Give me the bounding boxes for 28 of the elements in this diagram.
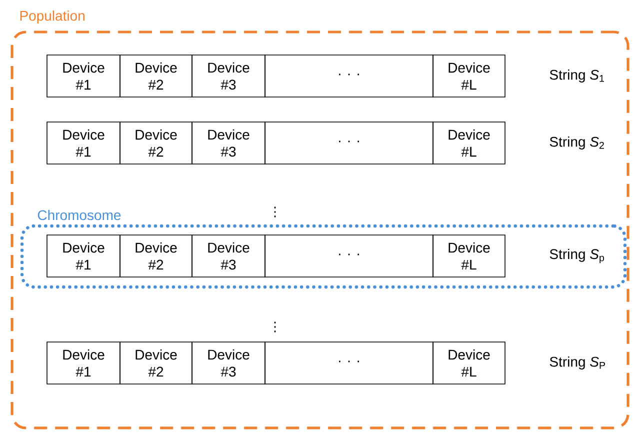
device-cell: Device #1 — [46, 122, 120, 164]
device-cell: Device #1 — [46, 234, 120, 278]
group-heading: Population — [20, 10, 84, 24]
device-cell: Device #L — [432, 122, 506, 164]
device-cell: · · · — [264, 122, 434, 164]
device-cell: · · · — [264, 342, 434, 384]
device-cell: Device #2 — [120, 342, 192, 384]
device-cell: · · · — [264, 234, 434, 278]
device-cell: Device #L — [432, 54, 506, 98]
device-cell: · · · — [264, 54, 434, 98]
string-label: String S$_{p}$ — [550, 248, 604, 264]
device-cell: Device #3 — [192, 54, 266, 98]
device-cell: Device #3 — [192, 122, 266, 164]
string-label: String S$_{P}$ — [550, 356, 606, 370]
device-cell: Device #3 — [192, 234, 266, 278]
device-cell: Device #2 — [120, 234, 192, 278]
group-heading: Chromosome — [38, 210, 121, 220]
device-cell: Device #3 — [192, 342, 266, 384]
device-cell: Device #L — [432, 234, 506, 278]
string-label: String S$_{2}$ — [550, 136, 604, 150]
string-label: String S$_{1}$ — [550, 69, 604, 83]
vertical-ellipsis: ⋮ — [274, 206, 276, 218]
device-cell: Device #2 — [120, 122, 192, 164]
vertical-ellipsis: ⋮ — [274, 322, 276, 332]
device-cell: Device #1 — [46, 342, 120, 384]
device-cell: Device #1 — [46, 54, 120, 98]
device-cell: Device #L — [432, 342, 506, 384]
device-cell: Device #2 — [120, 54, 192, 98]
